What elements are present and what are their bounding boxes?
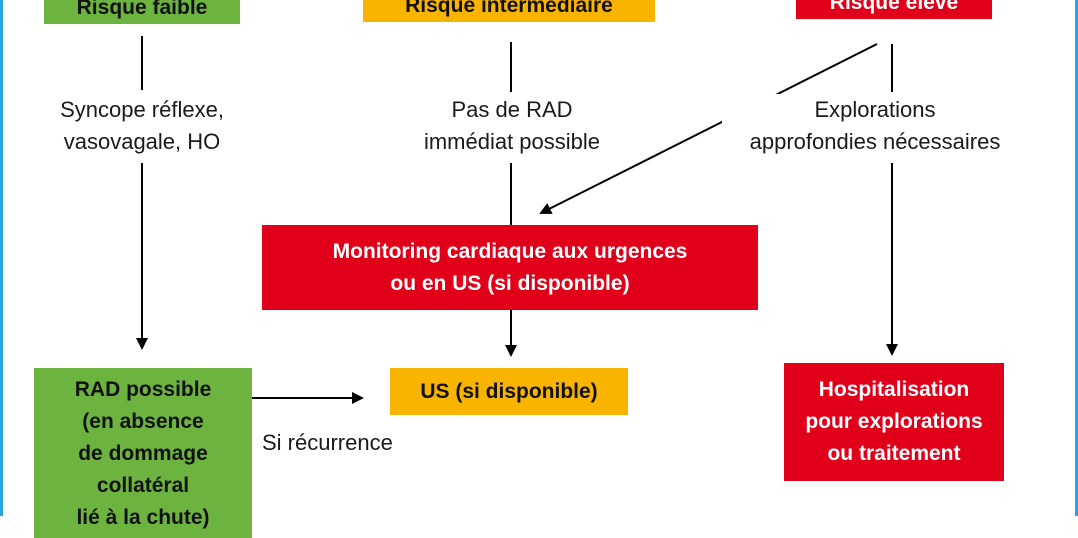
box-intermediate-risk-text: Risque intermédiaire [405,0,613,17]
box-rad: RAD possible (en absence de dommage coll… [34,368,252,538]
label-intermediate-branch: Pas de RAD immédiat possible [392,94,632,158]
box-us: US (si disponible) [390,368,628,415]
frame-right-border [1075,0,1078,516]
box-hospitalisation: Hospitalisation pour explorations ou tra… [784,363,1004,481]
box-low-risk: Risque faible [44,0,240,24]
label-high-branch: Explorations approfondies nécessaires [722,94,1028,158]
label-recurrence: Si récurrence [262,430,393,455]
box-low-risk-text: Risque faible [76,0,208,19]
flow-connectors [136,36,898,404]
label-low-branch: Syncope réflexe, vasovagale, HO [32,94,252,158]
box-high-risk: Risque élevé [796,0,992,19]
arrow-high-to-monitoring [539,43,878,214]
box-intermediate-risk: Risque intermédiaire [363,0,655,22]
box-monitoring: Monitoring cardiaque aux urgences ou en … [262,225,758,310]
box-high-risk-text: Risque élevé [829,0,959,14]
frame-left-border [0,0,3,516]
